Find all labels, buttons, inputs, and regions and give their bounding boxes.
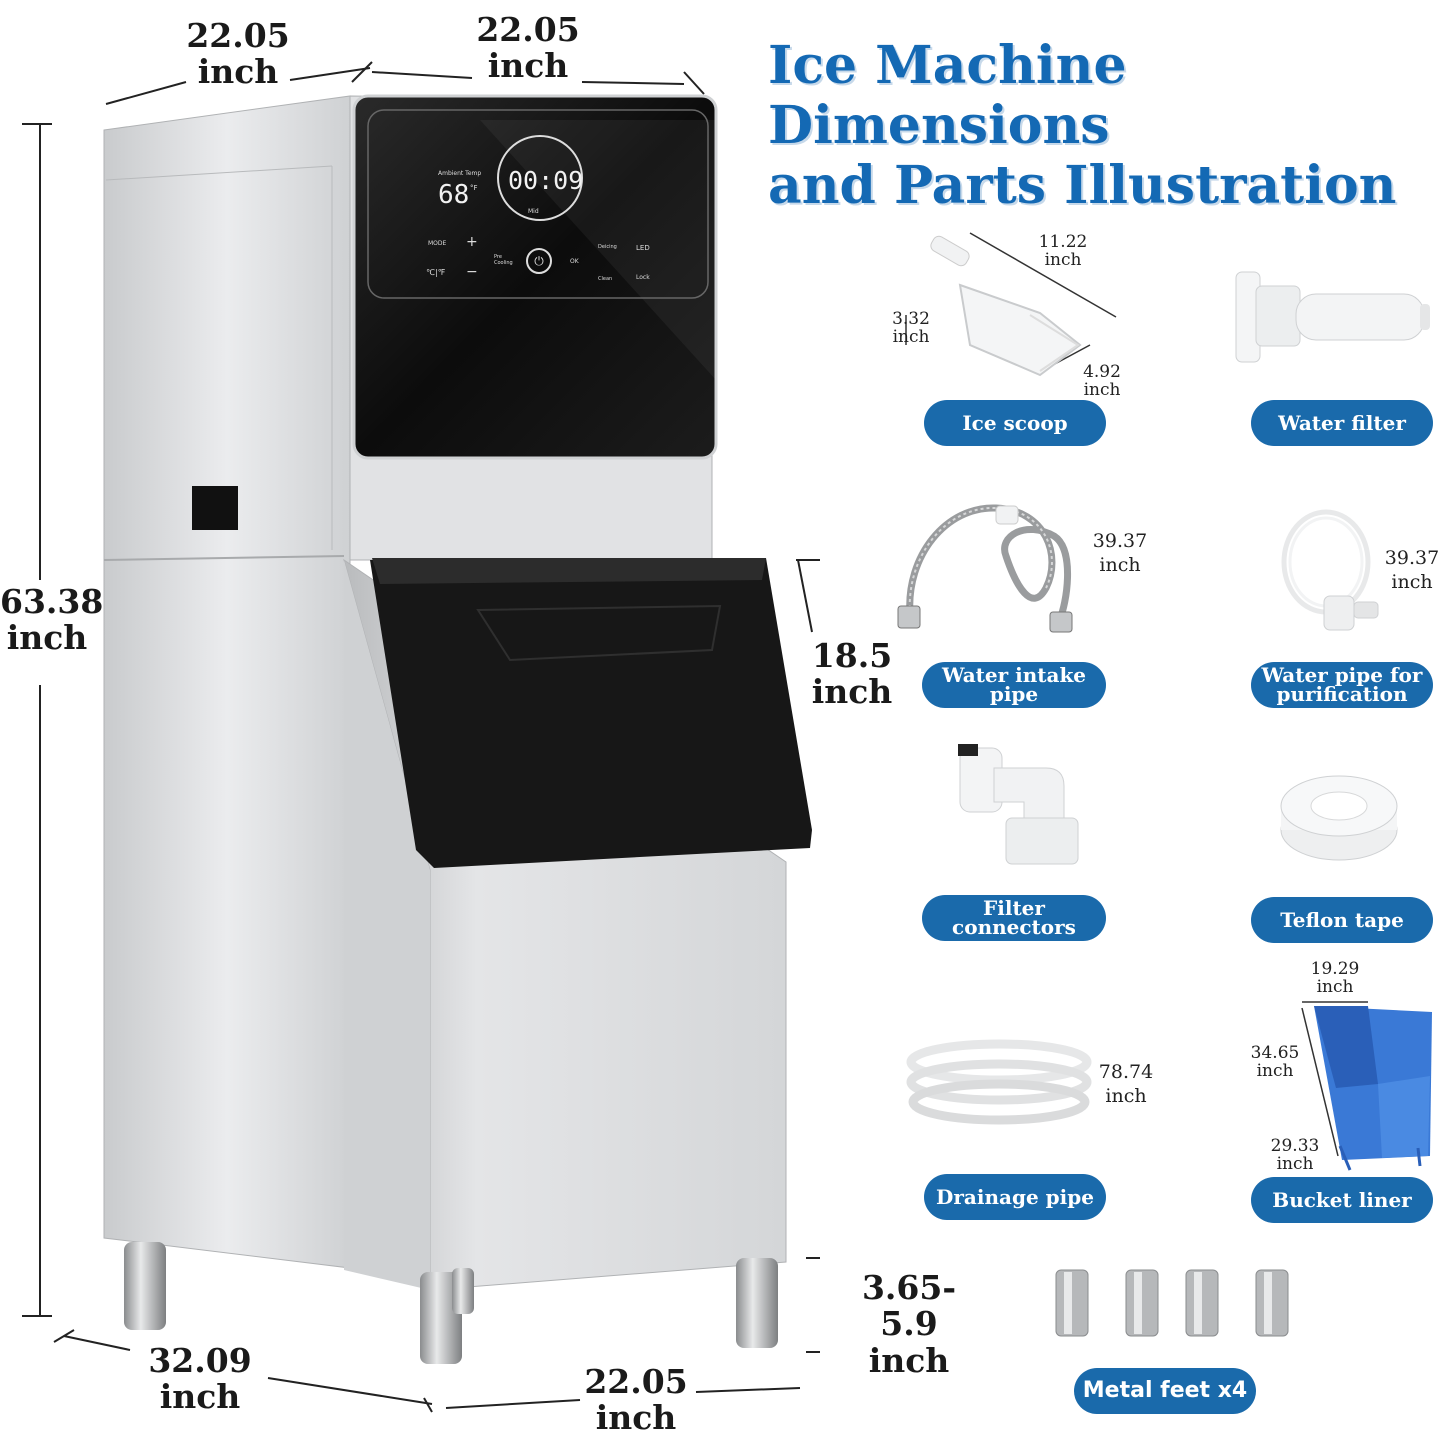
bucket-width-label: 19.29 inch [1310,959,1360,997]
drainage-pipe-label: Drainage pipe [924,1174,1106,1220]
water-purification-pipe-image [1281,509,1379,631]
drainage-pipe-length-label: 78.74 inch [1098,1061,1154,1107]
width-top-left-label: 22.05 inch [186,16,290,92]
width-bottom-label: 22.05 inch [584,1362,688,1438]
ice-scoop-image [905,232,1117,377]
scoop-height-label: 3.32 inch [892,309,930,347]
water-intake-pipe-label: Water intake pipe [922,662,1106,708]
minus-button[interactable]: − [466,264,478,280]
purification-pipe-length-label: 39.37 inch [1384,547,1440,593]
water-intake-pipe-image [897,504,1073,633]
temperature-readout: 68 [438,180,470,210]
depth-bottom-label: 32.09 inch [148,1341,252,1417]
plus-button[interactable]: + [466,234,478,250]
page-title: Ice Machine Dimensions and Parts Illustr… [768,36,1440,215]
metal-feet-label: Metal feet x4 [1074,1368,1256,1414]
drainage-pipe-image [906,1039,1092,1125]
pre-cooling-button[interactable]: Pre Cooling [494,254,513,266]
teflon-tape-label: Teflon tape [1251,897,1433,943]
ice-machine-illustration [22,61,820,1413]
bin-height-label: 18.5 inch [811,636,893,712]
ok-button[interactable]: OK [570,258,579,265]
unit-toggle-button[interactable]: ℃|℉ [426,268,446,277]
metal-feet-image [1055,1269,1289,1337]
led-button[interactable]: LED [636,244,650,252]
mode-button[interactable]: MODE [428,240,447,247]
ambient-temp-label: Ambient Temp [438,170,482,177]
water-filter-label: Water filter [1251,400,1433,446]
title-line-2: and Parts Illustration [768,154,1397,216]
bucket-liner-label: Bucket liner [1251,1177,1433,1223]
bucket-height-label: 34.65 inch [1250,1043,1300,1081]
ice-size-indicator: Mid [528,208,539,215]
scoop-length-label: 11.22 inch [1038,232,1088,270]
height-label: 63.38 inch [0,582,104,658]
temperature-unit: °F [470,184,478,192]
leg-height-label: 3.65-5.9 inch [861,1268,957,1380]
bucket-liner-image [1301,1001,1432,1171]
bucket-depth-label: 29.33 inch [1270,1136,1320,1174]
title-line-1: Ice Machine Dimensions [768,35,1127,156]
teflon-tape-image [1280,775,1398,861]
ice-scoop-label: Ice scoop [924,400,1106,446]
timer-readout: 00:09 [508,166,584,195]
filter-connectors-label: Filter connectors [922,895,1106,941]
filter-connectors-image [958,744,1079,865]
water-filter-image [1235,271,1430,363]
width-top-right-label: 22.05 inch [476,10,580,86]
lock-button[interactable]: Lock [636,274,650,281]
clean-button[interactable]: Clean [598,276,613,282]
deicing-button[interactable]: Deicing [598,244,617,250]
water-pipe-purification-label: Water pipe for purification [1251,662,1433,708]
scoop-width-label: 4.92 inch [1083,362,1121,400]
power-button[interactable]: ⏻ [526,248,552,274]
intake-pipe-length-label: 39.37 inch [1092,530,1148,576]
